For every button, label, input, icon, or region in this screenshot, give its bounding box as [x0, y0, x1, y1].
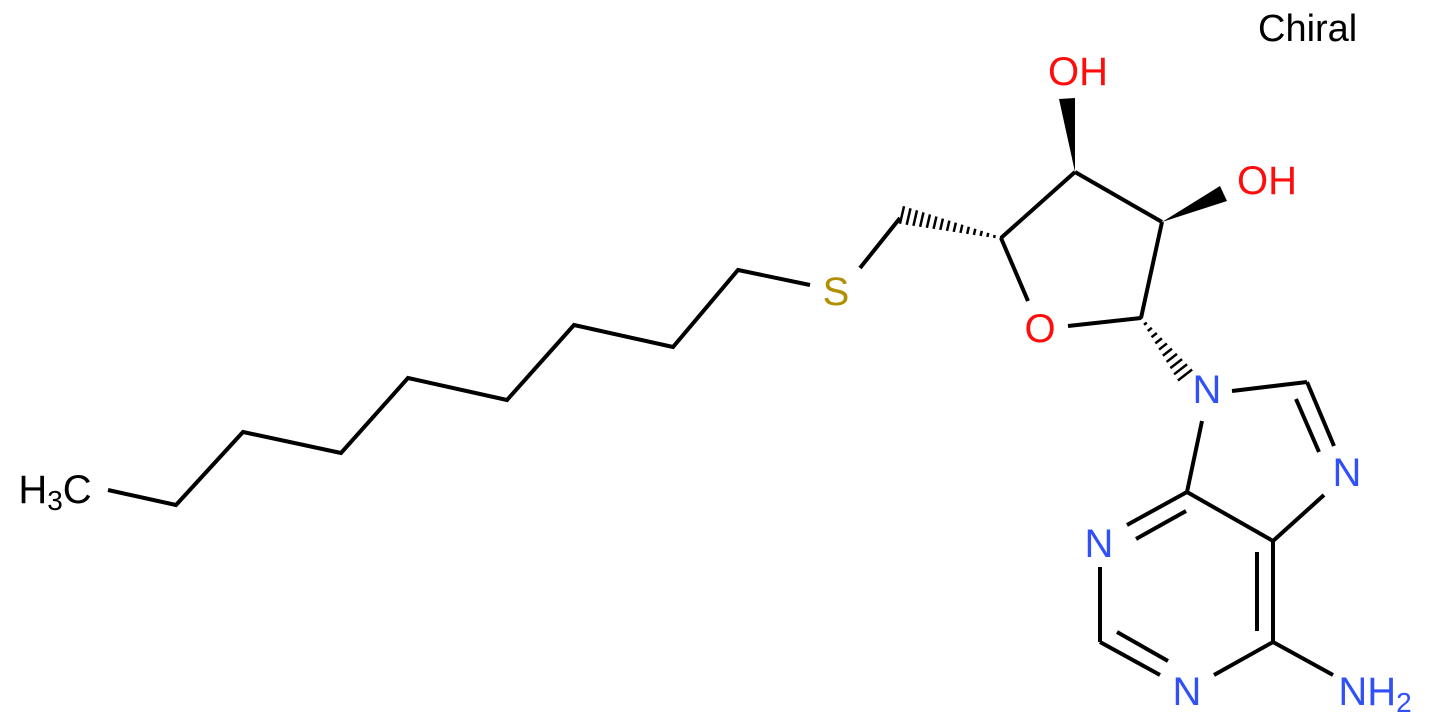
- hash-stroke: [1162, 347, 1173, 357]
- hash-c4-c5: [898, 205, 1003, 240]
- hash-stroke: [1173, 363, 1188, 376]
- bond-c4-o: [999, 237, 1030, 302]
- bond-c8-n7-double: [1294, 398, 1321, 453]
- bond-c2-n1-double: [1116, 630, 1169, 663]
- bond-c3-c4: [999, 170, 1077, 240]
- hash-stroke: [939, 218, 945, 231]
- hash-stroke: [965, 226, 971, 235]
- alkyl-chain: [107, 267, 811, 508]
- bonds: [107, 98, 1336, 677]
- wedge-c3-oh: [1059, 98, 1075, 172]
- hash-stroke: [1146, 326, 1153, 332]
- hash-stroke: [1150, 332, 1158, 339]
- hash-stroke: [972, 228, 977, 236]
- bond-c4-c5: [1186, 490, 1274, 543]
- atom-labels: H3C S O OH OH N N N N NH2: [18, 50, 1411, 718]
- bond-n1-c6: [1213, 640, 1274, 677]
- hash-c1-n9: [1139, 316, 1193, 382]
- hash-stroke: [945, 220, 951, 232]
- hash-stroke: [952, 222, 958, 233]
- bond-c4-n3: [1126, 490, 1188, 527]
- bond-n9-c8: [1231, 380, 1308, 393]
- bond-o-c1: [1067, 316, 1142, 328]
- hash-stroke: [1158, 342, 1168, 351]
- hash-stroke: [1169, 358, 1183, 370]
- wedge-c2-oh: [1162, 186, 1227, 222]
- bond-c2-n1: [1099, 640, 1161, 677]
- ring-oxygen-label: O: [1024, 307, 1055, 351]
- hash-stroke: [905, 208, 912, 226]
- hash-stroke: [1165, 352, 1178, 363]
- hydroxyl-right-label: OH: [1237, 159, 1297, 203]
- hash-stroke: [1143, 321, 1148, 326]
- n1-label: N: [1173, 670, 1202, 714]
- hash-stroke: [992, 234, 996, 239]
- n3-label: N: [1085, 522, 1114, 566]
- n7-label: N: [1333, 451, 1362, 495]
- hash-stroke: [925, 214, 932, 229]
- bond-c6-nh2: [1272, 640, 1334, 677]
- amine-label: NH2: [1338, 670, 1411, 718]
- hash-stroke: [959, 224, 964, 234]
- bond-c8-n7: [1305, 381, 1336, 447]
- bond-n7-c5: [1271, 493, 1326, 543]
- hash-stroke: [979, 230, 984, 237]
- sulfur-label: S: [823, 270, 850, 314]
- hash-stroke: [912, 210, 919, 227]
- hash-stroke: [1154, 337, 1163, 345]
- hash-stroke: [1177, 368, 1193, 382]
- bond-c4-n3-double: [1135, 509, 1187, 541]
- bond-c2-c3: [1074, 170, 1163, 224]
- bond-c1-c2: [1139, 221, 1164, 319]
- bond-n9-c4: [1185, 420, 1204, 493]
- hash-stroke: [1139, 316, 1143, 320]
- hydroxyl-top-label: OH: [1048, 50, 1108, 94]
- hash-stroke: [932, 216, 938, 230]
- methyl-label: H3C: [18, 468, 91, 516]
- hash-stroke: [898, 205, 906, 225]
- n9-label: N: [1193, 368, 1222, 412]
- chiral-label: Chiral: [1258, 8, 1358, 50]
- hash-stroke: [986, 232, 990, 238]
- bond-s-ch2: [858, 216, 902, 270]
- hash-stroke: [918, 212, 925, 228]
